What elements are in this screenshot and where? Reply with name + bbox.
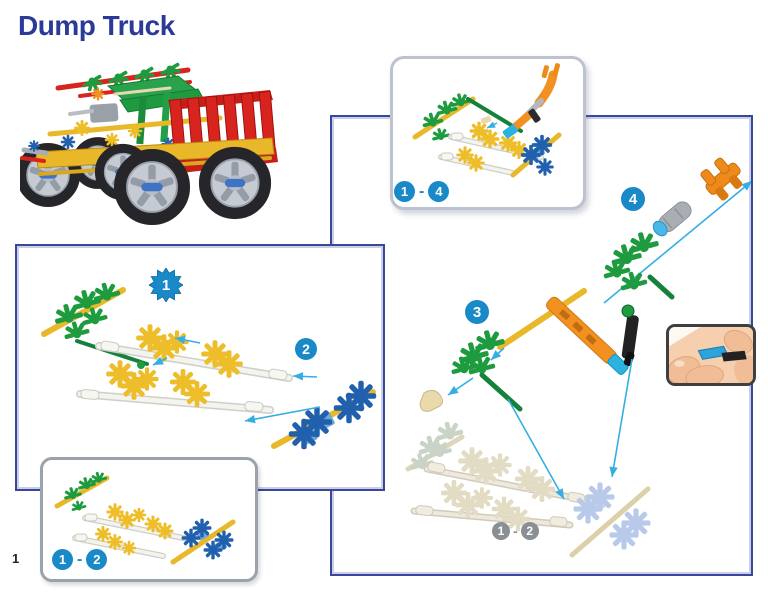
range-from: 1 [394, 181, 415, 202]
preview-range-label: 1 - 4 [394, 181, 450, 202]
step-4-parts [600, 157, 751, 304]
steps-1-4-preview-illustration [412, 63, 562, 178]
result-range-label: 1 - 2 [52, 549, 108, 570]
step-2-blue-wheel-assembly [271, 380, 377, 450]
page-title: Dump Truck [18, 10, 175, 41]
steps-1-2-panel [15, 244, 385, 491]
step-3-badge: 3 [465, 300, 489, 324]
page-number: 1 [12, 551, 20, 566]
steps-3-4-assembly-illustration [405, 157, 751, 558]
steps-1-2-assembly-illustration [41, 279, 377, 450]
gray-cylinder-part [652, 201, 692, 237]
orange-claw-part [700, 157, 743, 201]
starburst-icon [149, 268, 183, 302]
step-4-badge: 4 [621, 187, 645, 211]
range-to: 4 [428, 181, 450, 202]
result-inset-panel [40, 457, 258, 582]
range-from: 1 [492, 522, 510, 540]
step-2-badge: 2 [295, 338, 317, 360]
range-to: 2 [86, 549, 108, 570]
range-from: 1 [52, 549, 73, 570]
range-dash: - [513, 523, 518, 539]
range-dash: - [77, 550, 83, 568]
step-3-parts [419, 288, 639, 412]
steps-1-2-result-illustration [54, 469, 236, 565]
step-1-number: 1 [161, 276, 171, 294]
completed-model-illustration [20, 60, 278, 236]
range-dash: - [419, 182, 425, 200]
range-to: 2 [520, 522, 539, 540]
orange-arm-part [502, 63, 561, 139]
black-clip-part [621, 304, 639, 367]
preview-panel [390, 56, 586, 210]
hand-placement-photo [666, 324, 756, 386]
hand-photo-illustration [669, 327, 753, 383]
step-1-badge: 1 [149, 268, 183, 302]
ghost-range-label: 1 - 2 [492, 522, 539, 540]
